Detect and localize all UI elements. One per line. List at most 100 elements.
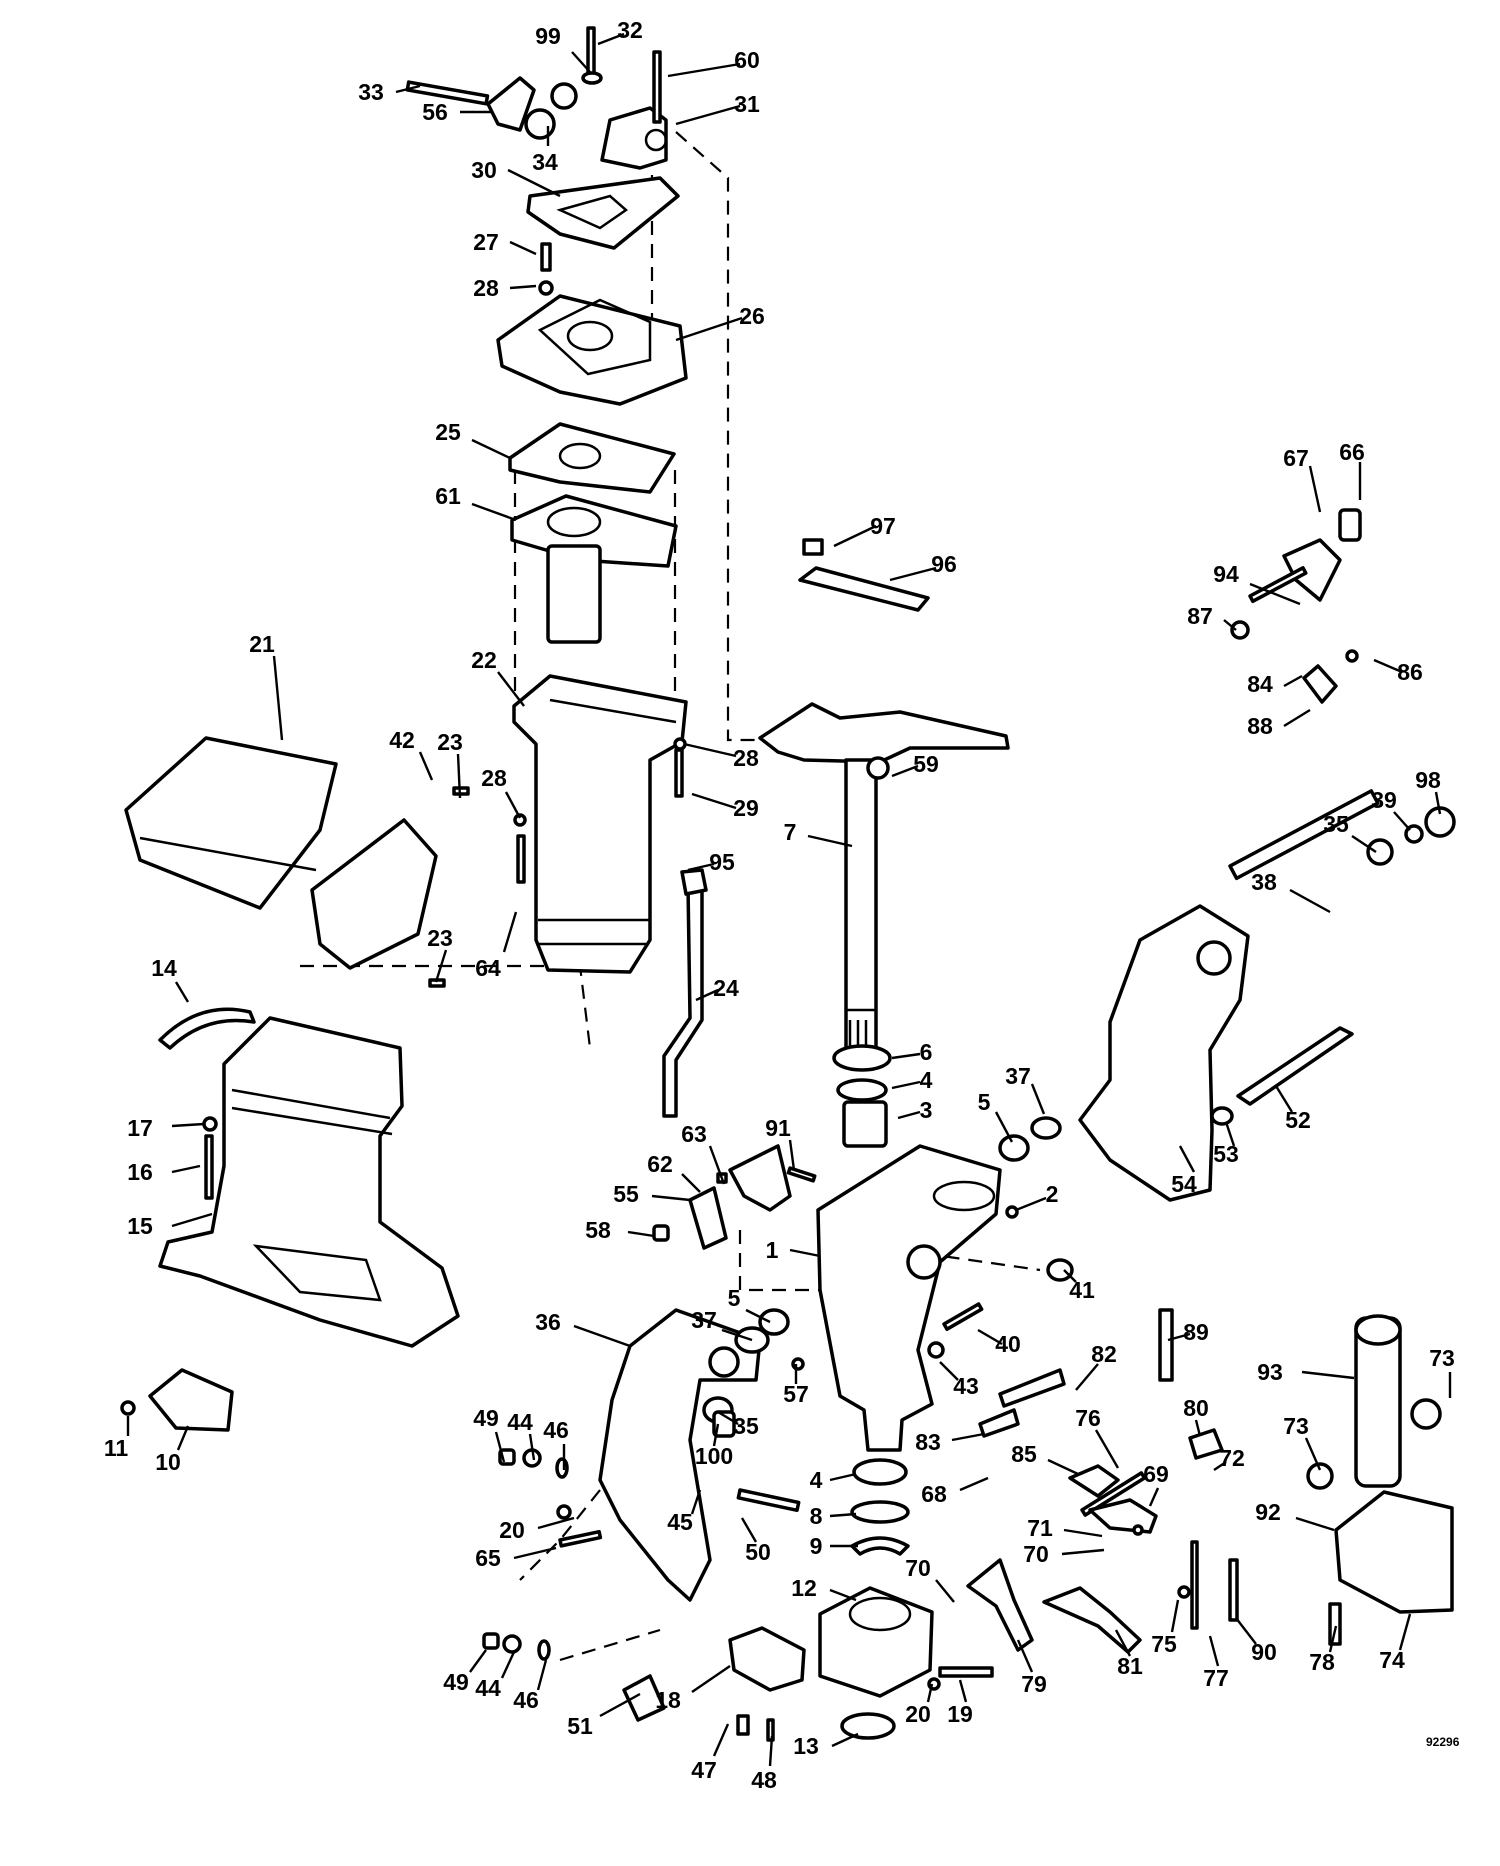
leader-line-54 bbox=[1178, 1145, 1196, 1173]
callout-57: 57 bbox=[783, 1381, 809, 1407]
callout-62: 62 bbox=[647, 1151, 673, 1177]
leader-line-7 bbox=[807, 834, 853, 848]
callout-leaders bbox=[126, 32, 1452, 1767]
callout-24: 24 bbox=[713, 975, 739, 1001]
leader-line-13 bbox=[831, 1732, 859, 1748]
callout-2: 2 bbox=[1046, 1181, 1059, 1207]
callout-23: 23 bbox=[437, 729, 463, 755]
steering-arm-7 bbox=[758, 702, 1010, 1050]
shroud-21 bbox=[124, 736, 470, 988]
leader-line-39 bbox=[1393, 811, 1411, 831]
callout-76: 76 bbox=[1075, 1405, 1101, 1431]
callout-59: 59 bbox=[913, 751, 939, 777]
leader-line-84 bbox=[1283, 674, 1303, 688]
washer-28-right bbox=[673, 737, 687, 751]
water-tube-24 bbox=[662, 868, 708, 1118]
callout-81: 81 bbox=[1117, 1653, 1143, 1679]
leader-line-6 bbox=[891, 1052, 921, 1060]
leader-line-91 bbox=[788, 1139, 796, 1171]
callout-44: 44 bbox=[475, 1675, 501, 1701]
leader-line-49 bbox=[469, 1649, 487, 1673]
callout-36: 36 bbox=[535, 1309, 561, 1335]
swivel-bracket-1 bbox=[816, 1144, 1002, 1452]
callout-97: 97 bbox=[870, 513, 896, 539]
leader-line-55 bbox=[651, 1194, 691, 1202]
callout-23: 23 bbox=[427, 925, 453, 951]
leader-line-93 bbox=[1301, 1370, 1355, 1380]
leader-line-24 bbox=[695, 988, 719, 1002]
leader-line-69 bbox=[1148, 1487, 1160, 1507]
leader-line-8 bbox=[829, 1512, 857, 1518]
leader-line-83 bbox=[951, 1432, 985, 1442]
callout-86: 86 bbox=[1397, 659, 1423, 685]
callout-7: 7 bbox=[784, 819, 797, 845]
callout-28: 28 bbox=[733, 745, 759, 771]
leader-line-65 bbox=[513, 1546, 557, 1560]
callout-67: 67 bbox=[1283, 445, 1309, 471]
leader-line-72 bbox=[1213, 1461, 1227, 1471]
bushing-3 bbox=[842, 1100, 888, 1148]
leader-line-78 bbox=[1328, 1625, 1338, 1653]
callout-69: 69 bbox=[1143, 1461, 1169, 1487]
steering-bracket-assembly bbox=[405, 26, 668, 170]
nut-13 bbox=[840, 1712, 896, 1740]
leader-line-61 bbox=[471, 502, 517, 522]
callout-32: 32 bbox=[617, 17, 643, 43]
leader-line-58 bbox=[627, 1230, 655, 1238]
leader-line-46 bbox=[536, 1659, 548, 1691]
callout-27: 27 bbox=[473, 229, 499, 255]
screw-97 bbox=[802, 538, 824, 556]
washer-8 bbox=[850, 1500, 910, 1524]
callout-28: 28 bbox=[473, 275, 499, 301]
rod-52 bbox=[1236, 1026, 1354, 1106]
drive-housing-15 bbox=[158, 1016, 460, 1348]
washer-6 bbox=[832, 1044, 892, 1072]
leader-line-36 bbox=[573, 1324, 631, 1348]
callout-94: 94 bbox=[1213, 561, 1239, 587]
bolt-19 bbox=[938, 1666, 994, 1678]
callout-15: 15 bbox=[127, 1213, 153, 1239]
callout-100: 100 bbox=[695, 1443, 733, 1469]
callout-11: 11 bbox=[104, 1435, 129, 1461]
callout-35: 35 bbox=[733, 1413, 759, 1439]
callout-31: 31 bbox=[734, 91, 760, 117]
callout-53: 53 bbox=[1213, 1141, 1239, 1167]
trail-bracket-74 bbox=[1334, 1490, 1454, 1614]
callout-63: 63 bbox=[681, 1121, 707, 1147]
leader-line-42 bbox=[418, 751, 434, 781]
callout-33: 33 bbox=[358, 79, 384, 105]
leader-line-86 bbox=[1373, 658, 1403, 674]
callout-19: 19 bbox=[947, 1701, 973, 1727]
callout-84: 84 bbox=[1247, 671, 1273, 697]
callout-21: 21 bbox=[249, 631, 275, 657]
callout-58: 58 bbox=[585, 1217, 611, 1243]
callout-88: 88 bbox=[1247, 713, 1273, 739]
callout-5: 5 bbox=[978, 1089, 991, 1115]
leader-line-12 bbox=[829, 1588, 857, 1602]
callout-85: 85 bbox=[1011, 1441, 1037, 1467]
leader-line-74 bbox=[1398, 1613, 1412, 1651]
callout-5: 5 bbox=[728, 1285, 741, 1311]
callout-96: 96 bbox=[931, 551, 957, 577]
bushing-4-bottom bbox=[852, 1458, 908, 1486]
leader-line-67 bbox=[1308, 465, 1322, 513]
callout-14: 14 bbox=[151, 955, 177, 981]
leader-line-75 bbox=[1170, 1599, 1180, 1633]
leader-line-43 bbox=[939, 1361, 959, 1381]
leader-line-28 bbox=[509, 284, 537, 290]
leader-line-44 bbox=[528, 1433, 536, 1461]
callout-22: 22 bbox=[471, 647, 497, 673]
callout-30: 30 bbox=[471, 157, 497, 183]
callout-56: 56 bbox=[422, 99, 448, 125]
leader-line-32 bbox=[597, 32, 625, 46]
plate-51 bbox=[622, 1674, 666, 1722]
leader-line-14 bbox=[174, 981, 190, 1003]
callout-38: 38 bbox=[1251, 869, 1277, 895]
leader-line-94 bbox=[1249, 582, 1301, 606]
leader-line-15 bbox=[171, 1212, 213, 1228]
leader-line-52 bbox=[1274, 1085, 1294, 1113]
leader-line-1 bbox=[789, 1248, 821, 1258]
cover-plate-10 bbox=[148, 1368, 234, 1432]
callout-79: 79 bbox=[1021, 1671, 1047, 1697]
tilt-tube-38 bbox=[1228, 789, 1380, 881]
